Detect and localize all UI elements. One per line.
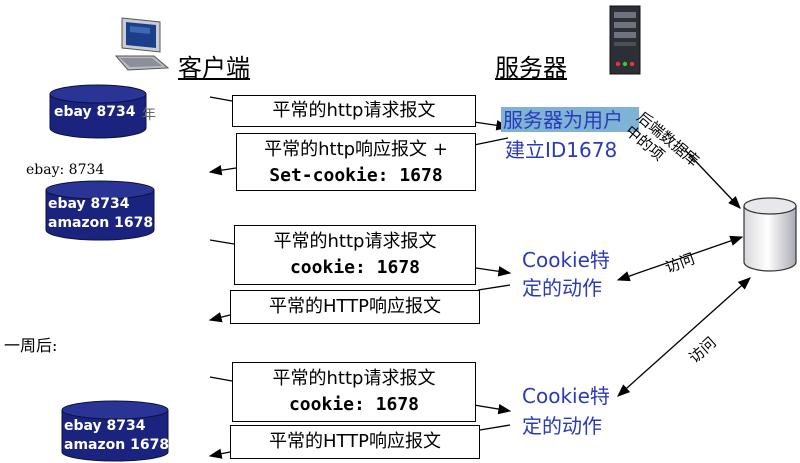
msg1-box: 平常的http请求报文 xyxy=(232,95,476,127)
msg4-arrow-out xyxy=(208,312,231,323)
msg2-box: 平常的http响应报文 + Set-cookie: 1678 xyxy=(236,133,476,191)
msg6-arrow-out xyxy=(208,448,231,459)
cookie-file-cylinder-2: ebay 8734 amazon 1678 xyxy=(44,180,156,242)
db-arrow xyxy=(684,149,741,209)
cookie-action-2-line1: Cookie特 xyxy=(522,384,610,408)
msg3-box: 平常的http请求报文 cookie: 1678 xyxy=(234,225,476,285)
server-tower-icon xyxy=(608,4,642,76)
msg5-arrow-out xyxy=(473,403,512,415)
cookie-action-1-line1: Cookie特 xyxy=(522,248,610,272)
msg3-line2: cookie: 1678 xyxy=(289,257,421,278)
msg6-box: 平常的HTTP响应报文 xyxy=(230,425,480,459)
server-action-line1: 服务器为用户 xyxy=(503,108,623,132)
client-computer-icon xyxy=(110,14,174,74)
cookie-file-3-line1: ebay 8734 xyxy=(64,418,146,434)
server-action-highlight xyxy=(501,107,639,132)
cookie-file-cylinder-1: ebay 8734 xyxy=(48,84,148,140)
msg2-arrow-out xyxy=(208,165,237,176)
msg5-box: 平常的http请求报文 cookie: 1678 xyxy=(232,362,476,422)
week-later-label: 一周后: xyxy=(4,336,58,355)
msg2-line2: Set-cookie: 1678 xyxy=(269,165,443,186)
msg3-line1: 平常的http请求报文 xyxy=(273,231,437,252)
msg3-arrow-out xyxy=(475,266,512,277)
msg4-box: 平常的HTTP响应报文 xyxy=(230,290,480,324)
cookie-file-1-line1: ebay 8734 xyxy=(54,104,136,120)
cookie-action-1-line2: 定的动作 xyxy=(522,276,602,300)
msg4-arrow-in xyxy=(477,284,511,291)
msg1-text: 平常的http请求报文 xyxy=(272,100,436,121)
msg1-arrow-in xyxy=(209,96,233,102)
cookie-file-2-line2: amazon 1678 xyxy=(48,215,154,231)
database-cylinder xyxy=(742,196,798,274)
cookie-action-2-line2: 定的动作 xyxy=(522,414,602,438)
msg5-line1: 平常的http请求报文 xyxy=(272,368,436,389)
msg3-arrow-in xyxy=(209,239,235,245)
cookie-file-cylinder-3: ebay 8734 amazon 1678 xyxy=(60,400,170,462)
msg6-text: 平常的HTTP响应报文 xyxy=(268,431,442,452)
msg4-text: 平常的HTTP响应报文 xyxy=(268,296,442,317)
client-label: 客户端 xyxy=(178,54,250,82)
server-label: 服务器 xyxy=(495,54,567,82)
cookie-file-3-line2: amazon 1678 xyxy=(64,437,170,453)
msg5-arrow-in xyxy=(209,376,233,382)
access1-arrow xyxy=(616,235,744,282)
msg5-line2: cookie: 1678 xyxy=(288,394,420,415)
msg2-line1: 平常的http响应报文 + xyxy=(264,139,448,160)
msg2-arrow-in xyxy=(473,137,509,146)
cookie-file-2-line1: ebay 8734 xyxy=(48,196,130,212)
cookie-file-1-overflow-char: 年 xyxy=(142,107,156,123)
server-action-line2: 建立ID1678 xyxy=(505,138,618,162)
access2-arrow xyxy=(617,277,751,397)
ebay-id-text: ebay: 8734 xyxy=(26,162,105,178)
msg6-arrow-in xyxy=(479,424,511,431)
